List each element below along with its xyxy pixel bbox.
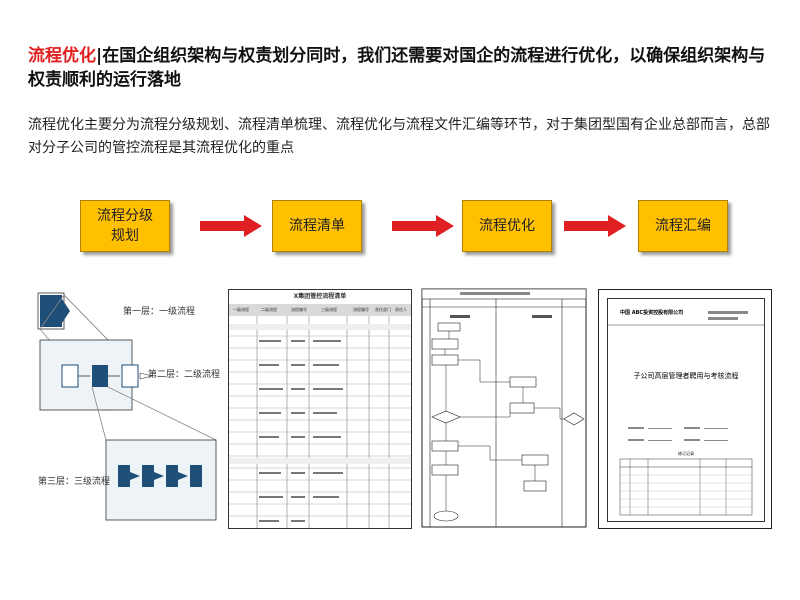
table-title: X集团管控流程清单	[293, 293, 347, 300]
table-grid	[229, 316, 411, 528]
table-header-cell: 责任部门	[375, 307, 391, 312]
document-lines	[608, 311, 764, 516]
arrow-right-icon	[392, 215, 454, 237]
page-title: 流程优化|在国企组织架构与权责划分同时，我们还需要对国企的流程进行优化，以确保组…	[28, 44, 778, 92]
arrow-right-icon	[564, 215, 626, 237]
step-box-optimize: 流程优化	[462, 200, 552, 252]
process-level-diagram	[37, 292, 217, 521]
table-header-cell: 二级流程	[261, 307, 277, 312]
step-label: 流程分级规划	[97, 208, 153, 244]
step-label: 流程清单	[289, 218, 345, 234]
document-frame: 中国 ABC投资控股有限公司 子公司高层管理者聘用与考核流程 修订记录	[607, 298, 765, 522]
table-header-cell: 流程编号	[291, 307, 307, 312]
table-header-cell: 一级流程	[233, 307, 249, 312]
title-text: 在国企组织架构与权责划分同时，我们还需要对国企的流程进行优化，以确保组织架构与权…	[28, 46, 766, 90]
table-header: 一级流程 二级流程 流程编号 三级流程 流程编号 责任部门 责任人	[229, 304, 411, 316]
level1-label: 第一层：一级流程	[123, 307, 196, 317]
level3-label: 第三层：三级流程	[38, 477, 111, 487]
table-header-cell: 流程编号	[353, 307, 369, 312]
step-box-planning: 流程分级规划	[80, 200, 170, 252]
step-box-list: 流程清单	[272, 200, 362, 252]
title-separator: |	[96, 46, 103, 66]
level2-label: 第二层：二级流程	[148, 370, 221, 380]
step-box-compile: 流程汇编	[638, 200, 728, 252]
document-company: 中国 ABC投资控股有限公司	[620, 310, 684, 316]
table-header-cell: 三级流程	[321, 307, 337, 312]
step-label: 流程优化	[479, 218, 535, 234]
title-highlight: 流程优化	[28, 46, 96, 66]
arrow-right-icon	[200, 215, 262, 237]
table-header-cell: 责任人	[395, 307, 407, 312]
page-subtitle: 流程优化主要分为流程分级规划、流程清单梳理、流程优化与流程文件汇编等环节，对于集…	[28, 117, 770, 156]
swimlane-flowchart	[421, 288, 587, 528]
step-label: 流程汇编	[655, 218, 711, 234]
process-list-table: X集团管控流程清单 一级流程 二级流程 流程编号 三级流程 流程编号 责任部门 …	[228, 289, 412, 529]
document-revision-header: 修订记录	[678, 451, 694, 456]
document-title: 子公司高层管理者聘用与考核流程	[633, 372, 739, 380]
process-document-cover: 中国 ABC投资控股有限公司 子公司高层管理者聘用与考核流程 修订记录	[598, 289, 772, 529]
